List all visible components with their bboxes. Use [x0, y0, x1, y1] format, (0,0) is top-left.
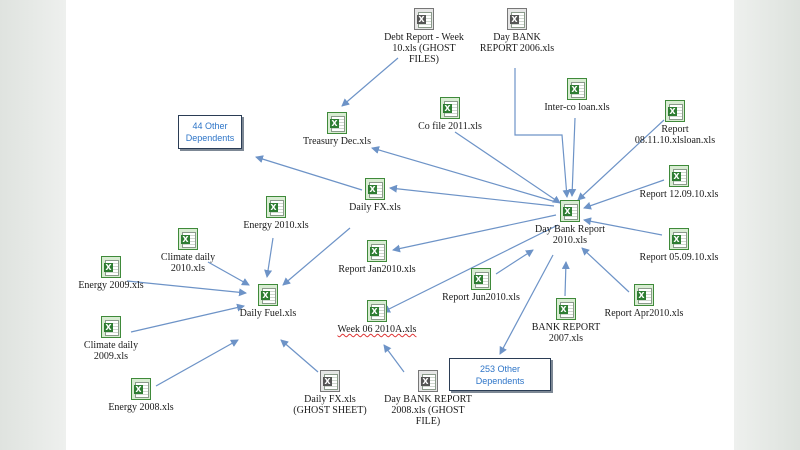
node-label: Debt Report - Week 10.xls (GHOST FILES) [384, 32, 464, 65]
excel-file-icon: X [560, 200, 580, 222]
arrow-interco-to-daybank2010 [568, 117, 577, 197]
node-interco-loan[interactable]: X Inter-co loan.xls [532, 78, 622, 113]
arrow-reportapr-to-daybank2010 [581, 247, 630, 293]
background-left [0, 0, 66, 450]
excel-file-icon: X [634, 284, 654, 306]
node-label: Inter-co loan.xls [544, 102, 610, 113]
node-climate-2010[interactable]: X Climate daily 2010.xls [150, 228, 226, 274]
other-dependents-44-box[interactable]: 44 Other Dependents [178, 115, 242, 149]
node-label: Report 05.09.10.xls [639, 252, 719, 263]
excel-file-icon: X [365, 178, 385, 200]
node-bank-report-2007[interactable]: X BANK REPORT 2007.xls [524, 298, 608, 344]
excel-file-icon: X [418, 370, 438, 392]
node-label: Report Jan2010.xls [338, 264, 416, 275]
node-report-050910[interactable]: X Report 05.09.10.xls [630, 228, 728, 263]
excel-file-icon: X [131, 378, 151, 400]
node-energy-2009[interactable]: X Energy 2009.xls [66, 256, 156, 291]
node-label: Daily FX.xls [349, 202, 401, 213]
excel-file-icon: X [266, 196, 286, 218]
excel-file-icon: X [367, 300, 387, 322]
excel-file-icon: X [567, 78, 587, 100]
arrow-reportjun-to-daybank2010 [495, 249, 534, 275]
node-label: Report 08.11.10.xlsloan.xls [634, 124, 716, 146]
node-label: Day BANK REPORT 2008.xls (GHOST FILE) [384, 394, 472, 427]
excel-file-icon: X [367, 240, 387, 262]
arrow-daybank2006-to-daybank2010 [514, 68, 571, 198]
node-day-bank-2008[interactable]: X Day BANK REPORT 2008.xls (GHOST FILE) [378, 370, 478, 427]
excel-file-icon: X [669, 165, 689, 187]
arrow-cofile-to-daybank2010 [454, 131, 561, 204]
arrow-climate2009-to-dailyfuel [130, 303, 245, 333]
node-report-apr2010[interactable]: X Report Apr2010.xls [595, 284, 693, 319]
node-report-jun2010[interactable]: X Report Jun2010.xls [434, 268, 528, 303]
excel-file-icon: X [665, 100, 685, 122]
node-label: Day Bank Report 2010.xls [535, 224, 605, 246]
excel-file-icon: X [258, 284, 278, 306]
node-treasury-dec[interactable]: X Treasury Dec.xls [288, 112, 386, 147]
node-daily-fuel[interactable]: X Daily Fuel.xls [228, 284, 308, 319]
node-week06[interactable]: X Week 06 2010A.xls [330, 300, 424, 335]
arrow-daybank2010-to-253 [499, 254, 554, 355]
node-label: Climate daily 2010.xls [160, 252, 216, 274]
node-label: Week 06 2010A.xls [337, 324, 417, 335]
node-day-bank-2006[interactable]: X Day BANK REPORT 2006.xls [472, 8, 562, 54]
other-dependents-253-box[interactable]: 253 Other Dependents [449, 358, 551, 391]
node-label: Energy 2008.xls [108, 402, 174, 413]
background-right [734, 0, 800, 450]
node-daily-fx[interactable]: X Daily FX.xls [340, 178, 410, 213]
excel-file-icon: X [101, 256, 121, 278]
diagram-canvas [66, 0, 734, 450]
node-label: Report 12.09.10.xls [639, 189, 719, 200]
node-climate-2009[interactable]: X Climate daily 2009.xls [72, 316, 150, 362]
excel-file-icon: X [440, 97, 460, 119]
arrow-report050910-to-daybank2010 [583, 217, 663, 236]
node-report-120910[interactable]: X Report 12.09.10.xls [630, 165, 728, 200]
node-label: Report Jun2010.xls [442, 292, 520, 303]
node-label: Energy 2009.xls [78, 280, 144, 291]
excel-file-icon: X [101, 316, 121, 338]
node-label: Treasury Dec.xls [303, 136, 371, 147]
node-label: Day BANK REPORT 2006.xls [479, 32, 555, 54]
arrow-report120910-to-daybank2010 [583, 179, 665, 210]
arrow-bankreport2007-to-daybank2010 [561, 261, 570, 297]
node-label: Daily Fuel.xls [239, 308, 297, 319]
excel-file-icon: X [556, 298, 576, 320]
arrow-dailyfxghost-to-dailyfuel [280, 339, 319, 373]
node-energy-2010[interactable]: X Energy 2010.xls [236, 196, 316, 231]
excel-file-icon: X [414, 8, 434, 30]
node-label: Daily FX.xls (GHOST SHEET) [293, 394, 367, 416]
arrow-debt-to-treasury [341, 57, 399, 107]
node-energy-2008[interactable]: X Energy 2008.xls [96, 378, 186, 413]
arrow-daybank2010-to-week06 [382, 224, 559, 313]
excel-file-icon: X [320, 370, 340, 392]
excel-file-icon: X [471, 268, 491, 290]
node-label: Climate daily 2009.xls [83, 340, 139, 362]
arrow-energy2009-to-dailyfuel [126, 280, 247, 297]
arrow-climate2010-to-dailyfuel [207, 261, 250, 286]
node-label: Energy 2010.xls [243, 220, 309, 231]
node-report-081110[interactable]: X Report 08.11.10.xlsloan.xls [620, 100, 730, 146]
arrow-report081110-to-daybank2010 [577, 119, 665, 201]
arrow-daybank2010-to-treasury [371, 146, 557, 203]
node-label: Co file 2011.xls [418, 121, 482, 132]
node-label: Report Apr2010.xls [604, 308, 684, 319]
arrow-daybank2010-to-dailyfx [389, 184, 555, 207]
excel-file-icon: X [327, 112, 347, 134]
excel-file-icon: X [669, 228, 689, 250]
node-label: BANK REPORT 2007.xls [531, 322, 601, 344]
arrow-energy2010-to-dailyfuel [264, 237, 274, 278]
node-day-bank-2010[interactable]: X Day Bank Report 2010.xls [522, 200, 618, 246]
arrow-dailyfx-to-44 [255, 155, 363, 191]
node-debt-report[interactable]: X Debt Report - Week 10.xls (GHOST FILES… [377, 8, 471, 65]
arrow-dailyfx-to-dailyfuel [282, 227, 351, 286]
node-report-jan2010[interactable]: X Report Jan2010.xls [330, 240, 424, 275]
node-daily-fx-ghost[interactable]: X Daily FX.xls (GHOST SHEET) [284, 370, 376, 416]
node-co-file[interactable]: X Co file 2011.xls [408, 97, 492, 132]
excel-file-icon: X [178, 228, 198, 250]
excel-file-icon: X [507, 8, 527, 30]
arrow-energy2008-to-dailyfuel [155, 339, 239, 387]
arrow-daybank2010-to-reportjan [392, 214, 557, 253]
arrow-daybank2008-to-week06 [383, 344, 405, 373]
